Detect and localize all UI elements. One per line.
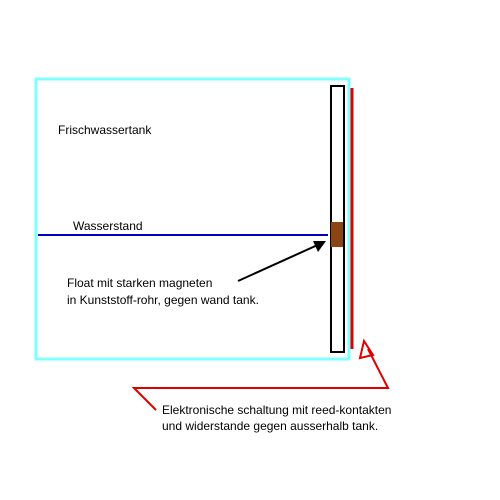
float-arrow-head <box>313 241 326 252</box>
circuit-pointer-line <box>131 348 390 411</box>
circuit-label-line1: Elektronische schaltung mit reed-kontakt… <box>162 403 392 417</box>
float-magnet <box>331 222 343 247</box>
tube-wall-left <box>330 85 338 353</box>
circuit-pointer-head <box>358 338 375 360</box>
tank-label: Frischwassertank <box>58 123 152 137</box>
float-arrow-line <box>237 242 323 282</box>
water-level-label: Wasserstand <box>73 219 143 233</box>
float-label-line1: Float mit starken magneten <box>67 276 213 290</box>
float-label-line2: in Kunststoff-rohr, gegen wand tank. <box>67 293 259 307</box>
circuit-label-line2: und widerstande gegen ausserhalb tank. <box>162 419 379 433</box>
tube-wall-right <box>338 85 345 353</box>
tank-outline <box>34 77 351 361</box>
